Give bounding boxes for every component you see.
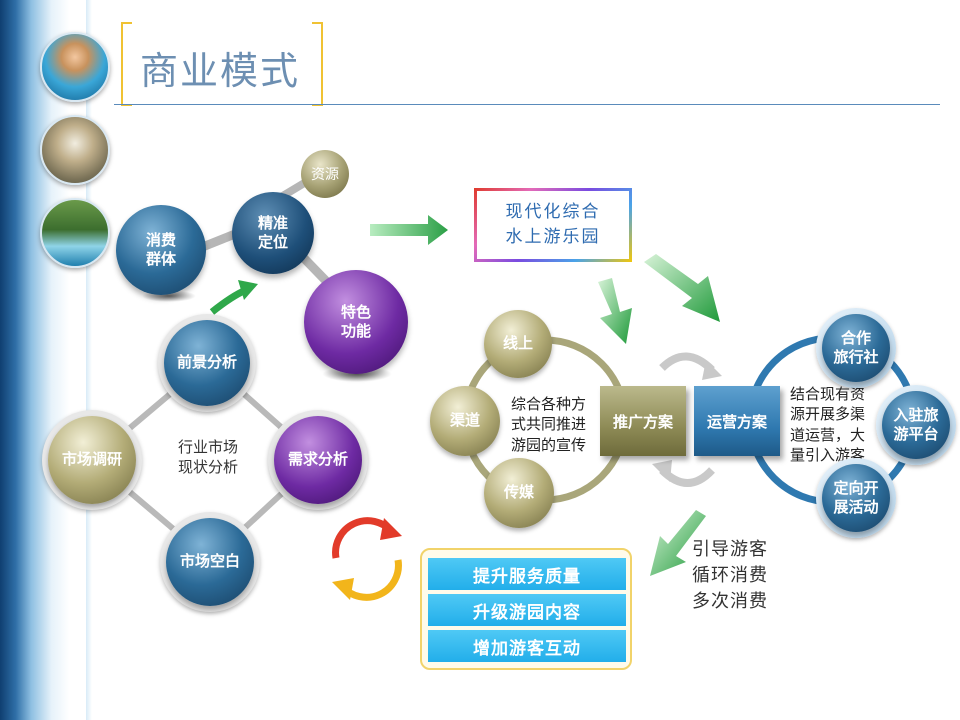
target-park-box: 现代化综合 水上游乐园 [474,188,632,262]
arrow-to-promotion [598,278,632,344]
promotion-description: 综合各种方 式共同推进 游园的宣传 [511,396,587,454]
cycle-arrow-bottom-head [652,460,672,482]
action-bar-service: 提升服务质量 [428,558,626,590]
arrow-to-target [370,215,448,245]
arrow-to-precise [209,286,248,315]
title-divider [114,104,940,105]
media-node: 传媒 [484,458,554,528]
left-stripe-highlight [86,0,92,720]
indoor-pool-photo-icon [40,115,110,185]
guide-text: 引导游客 循环消费 多次消费 [692,539,768,613]
cycle-arrow-top-head [702,360,722,380]
feature-function-node: 特色 功能 [304,270,408,374]
operation-description: 结合现有资 源开展多渠 道运营，大 量引入游客 [790,386,866,464]
outdoor-slide-photo-icon [40,198,110,268]
resource-node: 资源 [301,150,349,198]
market-research-node: 市场调研 [48,416,136,504]
precise-positioning-node: 精准 定位 [232,192,314,274]
arrow-to-operation [644,254,720,322]
page-title: 商业模式 [140,49,301,93]
channel-node: 渠道 [430,386,500,456]
title-bracket-right [312,22,323,106]
promotion-plan-block: 推广方案 [600,386,686,456]
travel-platform-node: 入驻旅 游平台 [882,391,950,459]
arrow-to-actions [650,510,706,576]
title-bracket-left [121,22,132,106]
prospect-analysis-node: 前景分析 [164,320,250,406]
target-park-text: 现代化综合 水上游乐园 [505,201,601,248]
action-bar-interaction: 增加游客互动 [428,630,626,662]
market-gap-node: 市场空白 [166,518,254,606]
online-node: 线上 [484,310,552,378]
demand-analysis-node: 需求分析 [274,416,362,504]
diamond-center-text: 行业市场 现状分析 [177,439,238,477]
cycle-icon-yellow-head [332,578,354,600]
arrow-to-precise-head [238,280,258,300]
operation-plan-block: 运营方案 [694,386,780,456]
action-bar-content: 升级游园内容 [428,594,626,626]
water-park-photo-icon [40,32,110,102]
cycle-icon-red-head [380,518,402,540]
partner-agency-node: 合作 旅行社 [822,314,890,382]
targeted-events-node: 定向开 展活动 [822,464,890,532]
consumer-group-node: 消费 群体 [116,205,206,295]
